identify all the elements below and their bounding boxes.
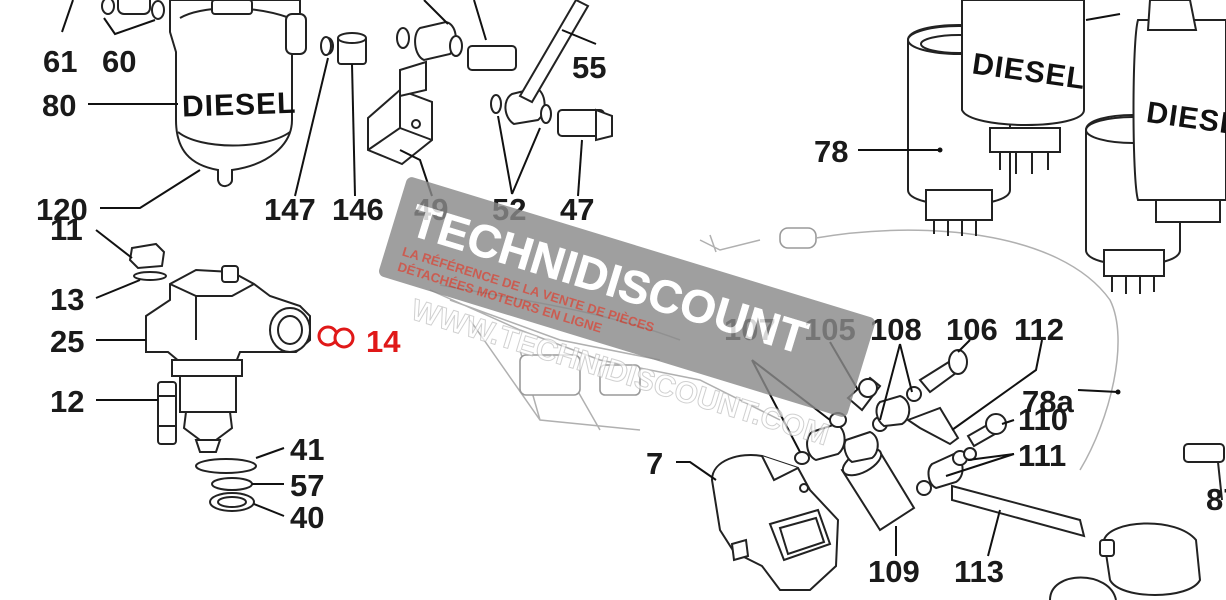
callout-25: 25	[50, 324, 84, 359]
callout-108: 108	[870, 312, 922, 347]
callout-55: 55	[572, 50, 606, 85]
callout-12: 12	[50, 384, 84, 419]
pipe-55: 55	[518, 0, 606, 104]
callout-61: 61	[43, 44, 77, 79]
part-147: 147	[264, 36, 332, 227]
callout-7: 7	[646, 446, 663, 481]
pipe-112: 112	[905, 312, 1064, 446]
diesel-label-left: DIESEL	[181, 87, 296, 124]
callout-78: 78	[814, 134, 848, 169]
pipe-113: 113	[951, 484, 1086, 589]
filter-78: DIESEL 78	[814, 0, 1088, 236]
callout-78a: 78a	[1022, 384, 1074, 419]
filter-78a: DIESEL 78a	[1022, 0, 1226, 419]
part-11-nut: 11	[50, 212, 166, 270]
callout-57: 57	[290, 468, 324, 503]
pump-body-25: 25	[50, 265, 311, 453]
callout-106: 106	[946, 312, 998, 347]
callout-11: 11	[50, 212, 83, 247]
callout-14: 14	[366, 324, 401, 359]
watermark: TECHNIDISCOUNT LA RÉFÉRENCE DE LA VENTE …	[379, 177, 876, 453]
callout-87: 87	[1206, 482, 1226, 517]
callout-112: 112	[1014, 312, 1064, 347]
pump-7: 7	[646, 446, 840, 591]
callout-110: 110	[1018, 402, 1068, 437]
part-60-washers: 60	[101, 0, 165, 79]
filter-109: 109	[840, 430, 920, 589]
part-12-pin: 12	[50, 381, 177, 445]
banjo-bolt-110: 110	[966, 402, 1068, 448]
callout-147: 147	[264, 192, 316, 227]
callout-60: 60	[102, 44, 136, 79]
callout-146: 146	[332, 192, 384, 227]
part-57-ring: 57	[211, 468, 324, 503]
part-111: 111	[916, 438, 1066, 496]
part-13-washer: 13	[50, 271, 167, 317]
callout-80: 80	[42, 88, 76, 123]
callout-41: 41	[290, 432, 324, 467]
pump-87: 87	[1049, 443, 1226, 600]
part-40-seal: 40	[209, 492, 324, 535]
callout-111: 111	[1018, 438, 1066, 473]
callout-40: 40	[290, 500, 324, 535]
callout-113: 113	[954, 554, 1004, 589]
part-14-seal: 14	[317, 324, 401, 359]
callout-47: 47	[560, 192, 594, 227]
part-61: 61	[43, 0, 77, 79]
callout-109: 109	[868, 554, 920, 589]
part-146: 146	[332, 32, 384, 227]
callout-13: 13	[50, 282, 84, 317]
part-41-oring: 41	[195, 432, 324, 474]
callout-120: 120	[36, 192, 88, 227]
